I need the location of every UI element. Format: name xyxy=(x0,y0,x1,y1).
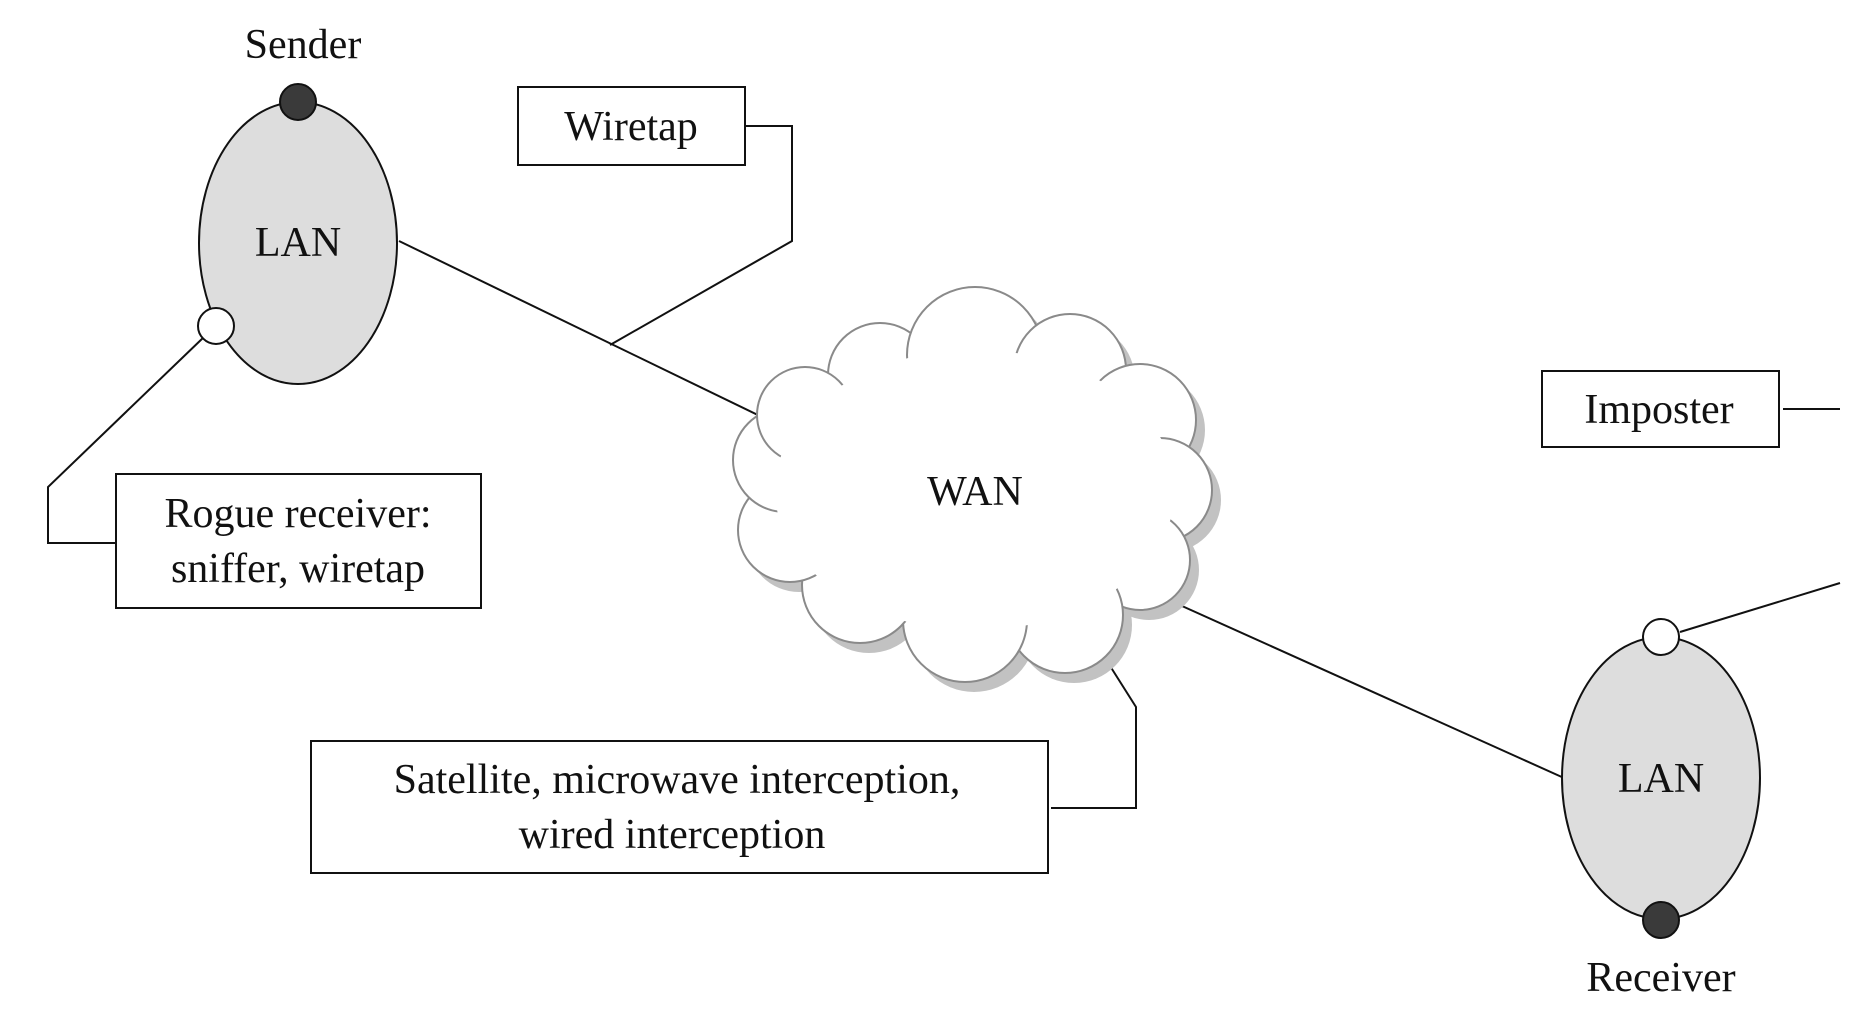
imposter-label: Imposter xyxy=(1584,387,1733,433)
satellite-connector xyxy=(1051,657,1137,809)
rogue-line-2: sniffer, wiretap xyxy=(171,546,425,592)
wan-label: WAN xyxy=(927,469,1023,515)
satellite-interception-box[interactable]: Satellite, microwave interception, wired… xyxy=(310,740,1049,874)
link-wan-to-lan-right xyxy=(1181,605,1565,779)
satellite-line-1: Satellite, microwave interception, xyxy=(394,757,961,803)
sender-node[interactable] xyxy=(279,83,317,121)
receiver-node[interactable] xyxy=(1642,901,1680,939)
imposter-box[interactable]: Imposter xyxy=(1541,370,1780,448)
lan-right-label: LAN xyxy=(1618,756,1704,802)
wan-cloud: WAN xyxy=(732,286,1221,692)
wiretap-label: Wiretap xyxy=(564,104,698,150)
imposter-tap-node[interactable] xyxy=(1642,618,1680,656)
wiretap-connector xyxy=(609,125,793,346)
satellite-line-2: wired interception xyxy=(519,812,826,858)
lan-left-label: LAN xyxy=(255,220,341,266)
rogue-tap-node[interactable] xyxy=(197,307,235,345)
rogue-line-1: Rogue receiver: xyxy=(164,491,431,537)
rogue-receiver-box[interactable]: Rogue receiver: sniffer, wiretap xyxy=(115,473,482,609)
wiretap-box[interactable]: Wiretap xyxy=(517,86,746,166)
link-lan-left-to-wan xyxy=(398,240,765,419)
imposter-link-to-lan-right xyxy=(1679,582,1841,633)
rogue-connector xyxy=(47,335,206,544)
receiver-label: Receiver xyxy=(1586,955,1735,1001)
sender-label: Sender xyxy=(245,22,362,68)
